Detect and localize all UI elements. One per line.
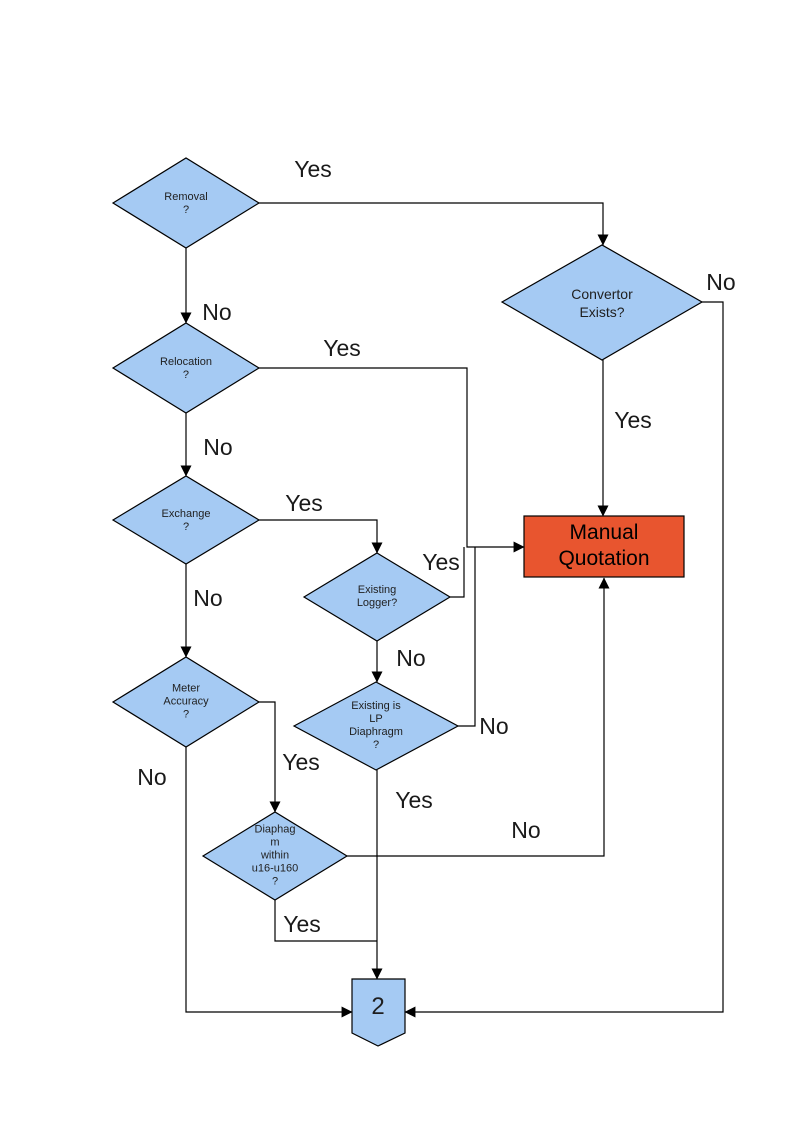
exchange-no-label: No bbox=[193, 585, 223, 611]
edge-diaphragm-within-yes bbox=[274, 900, 377, 942]
existing-lp-diaphragm-label: Existing is LP Diaphragm ? bbox=[349, 700, 403, 751]
offpage-connector-label: 2 bbox=[371, 993, 385, 1020]
exchange-yes-label: Yes bbox=[285, 490, 323, 516]
existing-logger-yes-label: Yes bbox=[422, 549, 460, 575]
edge-diaphragm-within-no bbox=[347, 577, 610, 857]
edge-meter-accuracy-no bbox=[185, 747, 353, 1018]
edge-existing-logger-yes bbox=[450, 547, 465, 598]
edge-lp-diaphragm-no bbox=[458, 547, 476, 727]
edge-exchange-yes bbox=[259, 519, 383, 554]
edge-convertor-no bbox=[404, 301, 724, 1018]
diaphragm-within-decision-shape bbox=[201, 811, 349, 901]
edge-removal-yes bbox=[259, 202, 609, 246]
diaphragm-within-label: Diaphag m within u16-u160 ? bbox=[251, 823, 299, 888]
convertor-no-label: No bbox=[706, 269, 736, 295]
lp-diaphragm-no-label: No bbox=[479, 713, 509, 739]
removal-yes-label: Yes bbox=[294, 156, 332, 182]
diaphragm-within-no-label: No bbox=[511, 817, 541, 843]
meter-accuracy-yes-label: Yes bbox=[282, 749, 320, 775]
exchange-label: Exchange ? bbox=[161, 508, 211, 533]
existing-logger-label: Existing Logger? bbox=[356, 584, 398, 609]
diaphragm-within-yes-label: Yes bbox=[283, 911, 321, 937]
relocation-yes-label: Yes bbox=[323, 335, 361, 361]
existing-logger-decision-shape bbox=[302, 552, 452, 642]
convertor-exists-decision-shape bbox=[500, 244, 704, 361]
removal-no-label: No bbox=[202, 299, 232, 325]
edge-relocation-yes bbox=[259, 367, 525, 553]
convertor-yes-label: Yes bbox=[614, 407, 652, 433]
meter-accuracy-decision-shape bbox=[111, 656, 261, 748]
relocation-label: Relocation ? bbox=[160, 356, 212, 381]
relocation-no-label: No bbox=[203, 434, 233, 460]
edge-meter-accuracy-yes bbox=[259, 701, 281, 813]
removal-label: Removal ? bbox=[164, 191, 208, 216]
meter-accuracy-label: Meter Accuracy ? bbox=[163, 682, 209, 721]
offpage-connector-shape bbox=[351, 978, 406, 1047]
meter-accuracy-no-label: No bbox=[137, 764, 167, 790]
lp-diaphragm-yes-label: Yes bbox=[395, 787, 433, 813]
relocation-decision-shape bbox=[111, 322, 261, 414]
exchange-decision-shape bbox=[111, 475, 261, 565]
existing-logger-no-label: No bbox=[396, 645, 426, 671]
manual-quotation-process-shape bbox=[523, 515, 685, 578]
manual-quotation-label: Manual Quotation bbox=[558, 521, 650, 570]
removal-decision-shape bbox=[111, 157, 261, 249]
existing-lp-diaphragm-decision-shape bbox=[292, 681, 460, 771]
convertor-exists-label: Convertor Exists? bbox=[571, 286, 633, 320]
